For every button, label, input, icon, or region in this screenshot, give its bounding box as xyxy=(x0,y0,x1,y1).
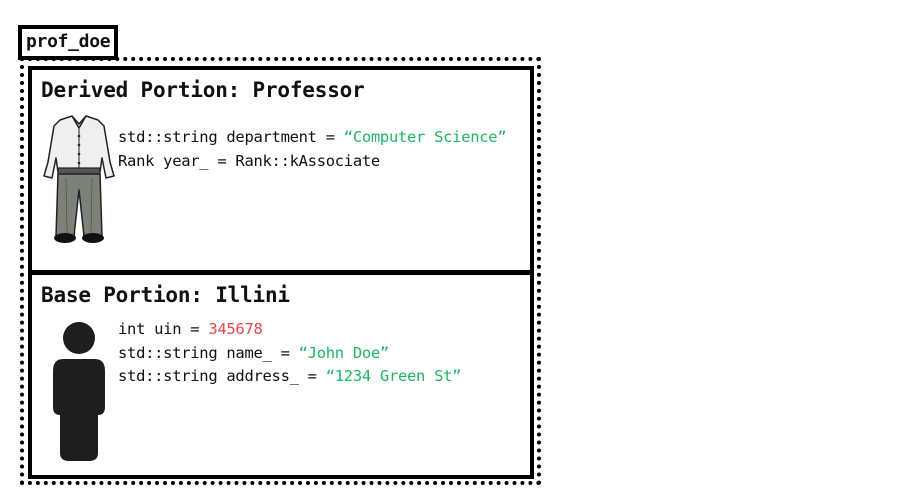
field-department: std::string department = “Computer Scien… xyxy=(118,126,518,150)
field-value: Rank::kAssociate xyxy=(235,151,380,170)
base-portion-box: Base Portion: Illini int uin = 345678 st… xyxy=(28,271,534,479)
object-outline xyxy=(20,57,541,485)
field-name: std::string name_ = “John Doe” xyxy=(118,342,518,366)
derived-portion-box: Derived Portion: Professor std::string d… xyxy=(28,66,534,274)
field-value: “Computer Science” xyxy=(343,128,507,146)
derived-fields: std::string department = “Computer Scien… xyxy=(118,126,518,173)
base-portion-title: Base Portion: Illini xyxy=(41,283,290,307)
field-declaration: std::string address_ = xyxy=(118,367,326,385)
field-declaration: std::string department = xyxy=(118,128,344,146)
field-declaration: Rank year_ = xyxy=(118,151,236,170)
field-value: “1234 Green St” xyxy=(325,367,462,385)
derived-portion-title: Derived Portion: Professor xyxy=(41,78,365,102)
person-silhouette-icon xyxy=(51,319,107,469)
field-rank: Rank year_ = Rank::kAssociate xyxy=(118,150,518,174)
variable-name-label: prof_doe xyxy=(18,25,119,60)
base-fields: int uin = 345678 std::string name_ = “Jo… xyxy=(118,318,518,389)
field-value: “John Doe” xyxy=(298,343,390,362)
field-declaration: int uin = xyxy=(118,320,209,338)
professor-suit-icon xyxy=(42,114,116,250)
field-address: std::string address_ = “1234 Green St” xyxy=(118,365,518,389)
field-declaration: std::string name_ = xyxy=(118,343,299,362)
field-value: 345678 xyxy=(208,320,263,338)
field-uin: int uin = 345678 xyxy=(118,318,518,342)
